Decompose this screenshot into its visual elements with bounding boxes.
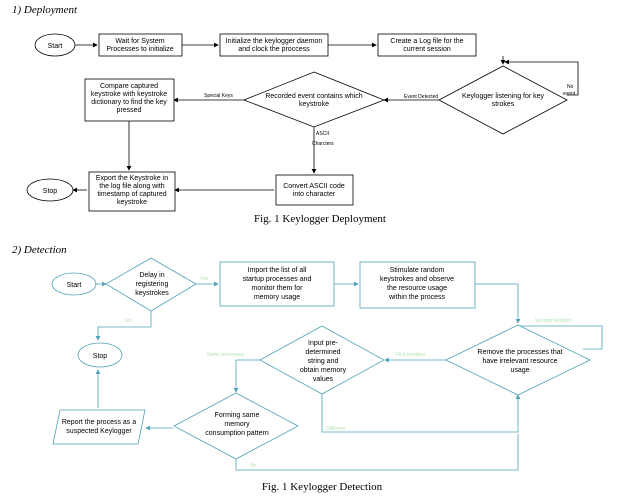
detection-connectors	[95, 281, 603, 471]
same-processes-label: Same processes	[207, 352, 245, 358]
deploy-stop-label: Stop	[43, 188, 58, 195]
detect-start-terminal	[51, 272, 97, 296]
no-label: No	[125, 318, 132, 324]
forming-decision	[173, 392, 299, 460]
remove-line-2: have irrelevant resource	[482, 358, 557, 365]
recorded-decision	[242, 71, 386, 128]
init-box	[219, 33, 329, 57]
init-line-2: and clock the proccess	[238, 46, 310, 53]
wait-box	[98, 33, 183, 57]
figure-caption-detection: Fig. 1 Keylogger Detection	[262, 481, 383, 493]
export-line-4: keystroke	[117, 199, 147, 206]
forming-line-2: memory	[224, 421, 250, 428]
section2-heading: 2) Detection	[12, 244, 67, 256]
wait-line-1: Wait for System	[115, 38, 164, 45]
create-log-box	[377, 33, 477, 57]
forming-line-3: consumption pattern	[205, 430, 269, 437]
ascii-line-2: Charcters	[312, 141, 334, 147]
no-label-2: No	[250, 463, 257, 469]
export-line-3: timestamp of captured	[97, 191, 166, 198]
delay-line-3: keystrokes	[135, 290, 169, 297]
import-line-2: startup processes and	[243, 276, 312, 283]
input-line-2: determined	[305, 349, 340, 356]
no-event-line-2: event	[563, 91, 576, 97]
second-iteration-label: Second iteration	[535, 318, 571, 324]
import-line-4: memory usage	[254, 294, 300, 301]
import-line-1: Import the list of all	[248, 267, 307, 274]
remove-decision	[445, 324, 591, 396]
figure-caption-deployment: Fig. 1 Keylogger Deployment	[254, 213, 386, 225]
export-line-2: the log file along with	[99, 183, 164, 190]
stimulate-line-2: keystrokes and observe	[380, 276, 454, 283]
create-log-line-1: Create a Log file for the	[390, 38, 463, 45]
remove-line-3: usage	[510, 367, 529, 374]
listening-line-1: Keylogger listening for key	[462, 93, 545, 100]
forming-line-1: Forming same	[215, 412, 260, 419]
report-line-1: Report the process as a	[62, 419, 136, 426]
detect-start-label: Start	[67, 282, 82, 289]
stimulate-line-4: within the process	[388, 294, 446, 301]
convert-line-1: Convert ASCII code	[283, 183, 345, 190]
input-line-5: values	[313, 376, 334, 383]
compare-box	[84, 78, 175, 122]
event-detected-label: Event Detected	[404, 94, 438, 100]
special-keys-label: Special Keys	[204, 93, 233, 99]
yes-label: Yes	[200, 276, 209, 282]
stimulate-line-3: the resource usage	[387, 285, 447, 292]
compare-line-1: Compare captured	[100, 83, 158, 90]
detect-stop-terminal	[77, 342, 123, 368]
deploy-stop-terminal	[26, 178, 74, 202]
recorded-line-1: Recorded event contains which	[265, 93, 362, 100]
stimulate-box	[359, 261, 476, 309]
different-label: Different	[326, 426, 345, 432]
convert-box	[275, 174, 354, 206]
detect-stop-label: Stop	[93, 353, 108, 360]
wait-line-2: Processes to initialize	[106, 46, 173, 53]
convert-line-2: into character	[293, 191, 336, 198]
report-output	[52, 409, 146, 445]
input-line-4: obtain memory	[300, 367, 347, 374]
export-line-1: Export the Keystroke in	[96, 175, 168, 182]
report-line-2: suspected Keylogger	[66, 428, 132, 435]
listening-decision	[438, 65, 568, 135]
import-line-3: monitor them for	[252, 285, 304, 292]
no-event-line-1: No	[567, 84, 574, 90]
create-log-line-2: current session	[403, 46, 451, 53]
delay-line-2: registering	[136, 281, 169, 288]
deploy-start-label: Start	[48, 43, 63, 50]
listening-line-2: strokes	[492, 101, 515, 108]
section1-heading: 1) Deployment	[12, 4, 78, 16]
remove-line-1: Remove the processes that	[477, 349, 562, 356]
delay-line-1: Delay in	[139, 272, 164, 279]
compare-line-3: dictionary to find the key	[91, 99, 167, 106]
init-line-1: Initialize the keylogger daemon	[226, 38, 323, 45]
deploy-start-terminal	[34, 33, 76, 57]
input-line-3: string and	[308, 358, 339, 365]
compare-line-4: pressed	[117, 107, 142, 114]
compare-line-2: keystroke with keystroke	[91, 91, 167, 98]
deployment-connectors	[72, 42, 579, 193]
stimulate-line-1: Stimulate random	[390, 267, 445, 274]
first-iteration-label: First Iteration	[396, 352, 425, 358]
ascii-line-1: ASCII	[316, 131, 329, 137]
input-line-1: Input pre-	[308, 340, 339, 347]
export-box	[88, 171, 176, 212]
delay-decision	[105, 257, 197, 312]
input-decision	[259, 325, 385, 395]
recorded-line-2: keystroke	[299, 101, 329, 108]
import-box	[219, 261, 335, 307]
